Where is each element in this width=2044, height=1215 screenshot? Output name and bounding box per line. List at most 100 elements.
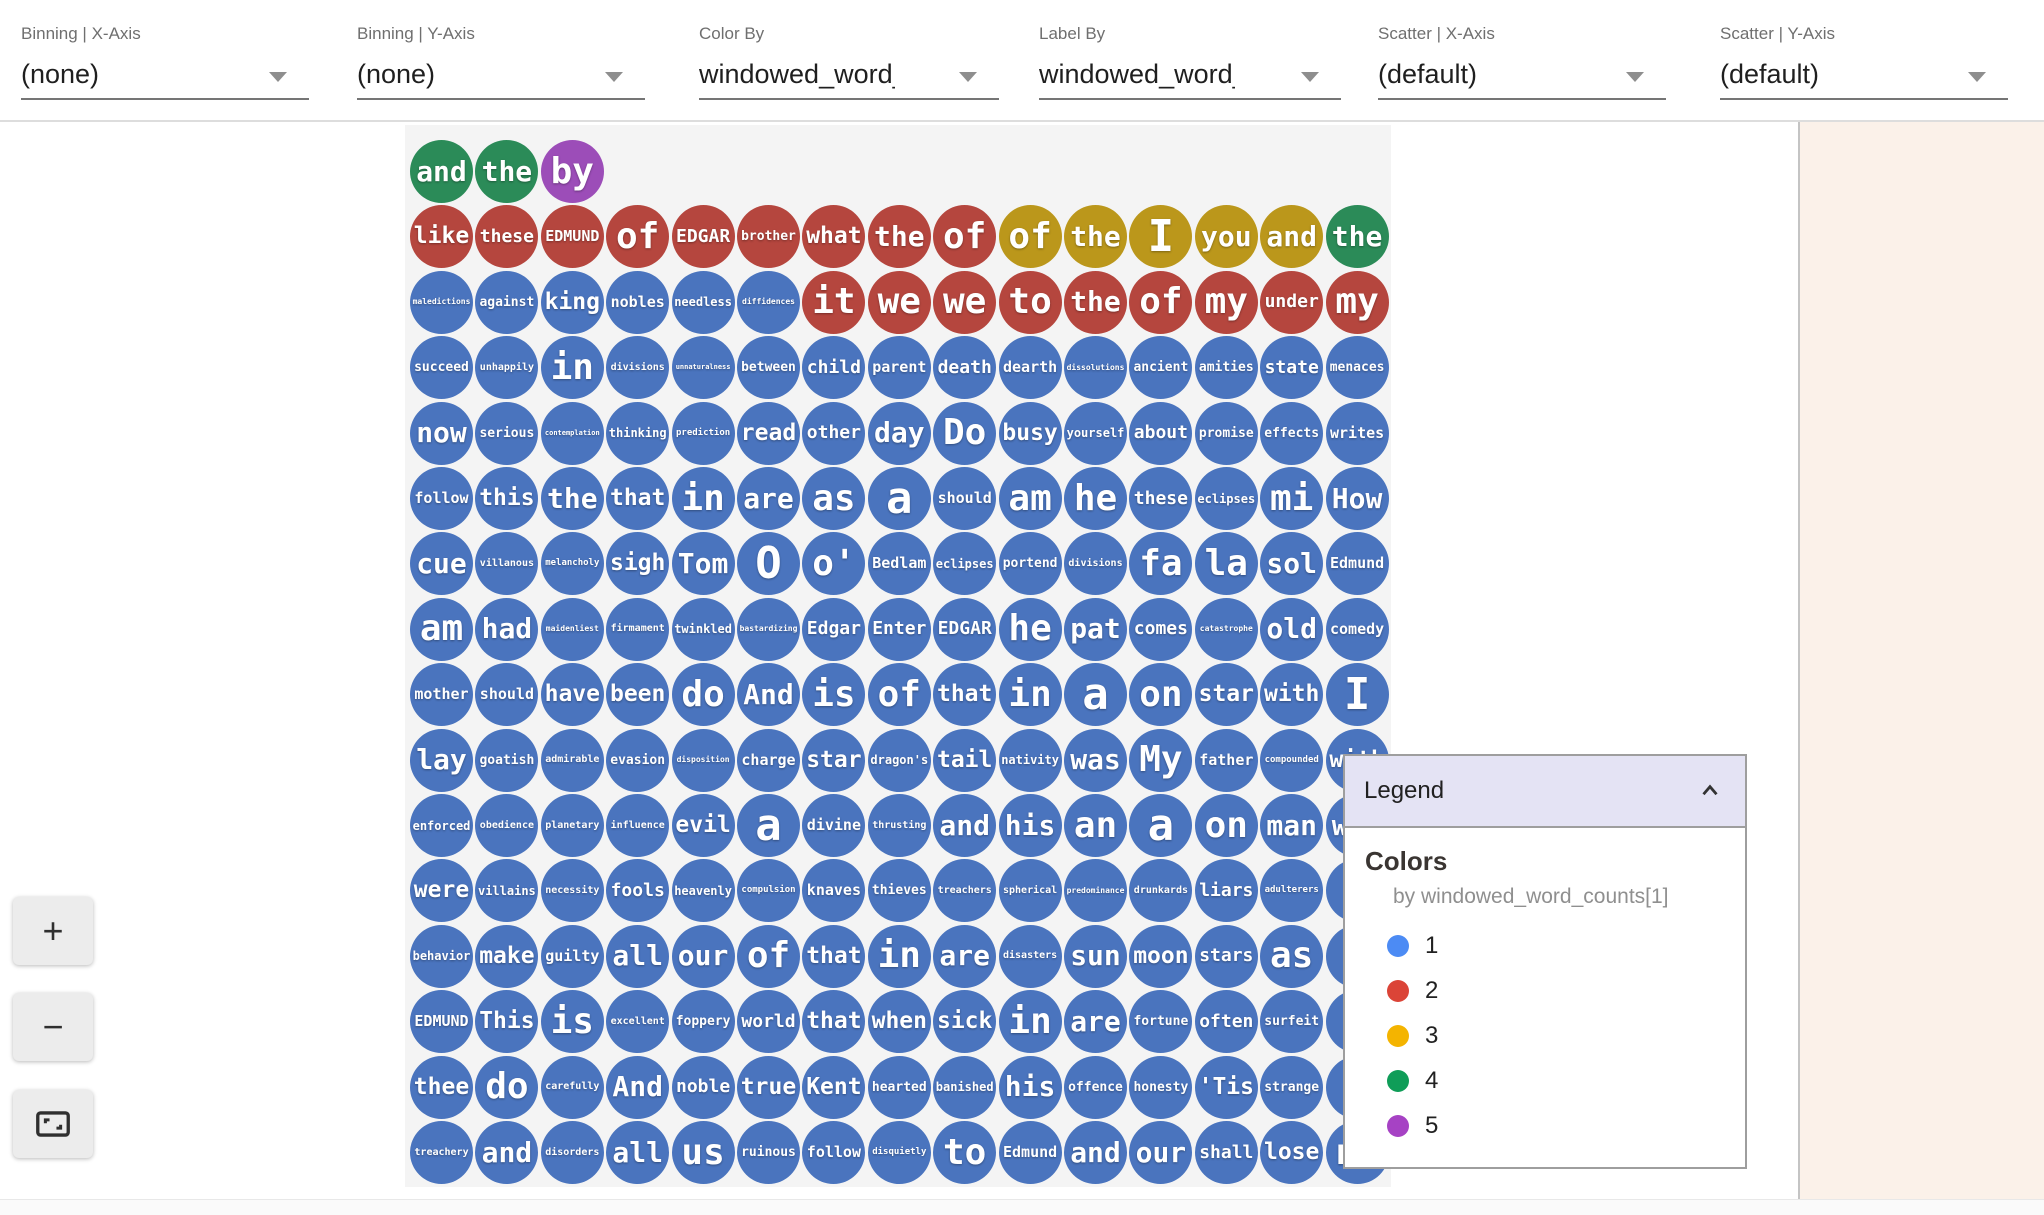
word-circle[interactable]: 'Tis <box>1194 1055 1258 1119</box>
word-circle[interactable]: am <box>998 467 1062 530</box>
word-circle[interactable]: and <box>1260 205 1324 269</box>
word-circle[interactable]: should <box>475 663 539 727</box>
word-circle[interactable]: twinkled <box>671 597 735 661</box>
word-circle[interactable]: treachery <box>410 1121 473 1184</box>
word-circle[interactable]: o' <box>802 532 866 596</box>
word-circle[interactable]: of <box>998 205 1062 269</box>
word-circle[interactable]: a <box>1064 663 1127 727</box>
word-circle[interactable]: the <box>540 467 604 530</box>
word-circle[interactable]: star <box>802 728 866 792</box>
word-circle[interactable]: Do <box>933 401 997 465</box>
word-circle[interactable]: is <box>802 663 866 727</box>
word-circle[interactable]: hearted <box>867 1055 931 1119</box>
word-circle[interactable]: effects <box>1260 401 1324 465</box>
word-circle[interactable]: nativity <box>998 728 1062 792</box>
word-circle[interactable]: dearth <box>998 336 1062 400</box>
word-circle[interactable]: amities <box>1194 336 1258 400</box>
word-circle[interactable]: by <box>540 140 604 203</box>
word-circle[interactable]: make <box>475 924 539 988</box>
word-circle[interactable]: diffidences <box>737 270 800 334</box>
color-by-dropdown[interactable]: Color By windowed_word_counts <box>699 24 999 114</box>
scatter-y-axis-dropdown[interactable]: Scatter | Y-Axis (default) <box>1720 24 2008 114</box>
word-circle[interactable]: he <box>998 597 1062 661</box>
word-circle[interactable]: I <box>1325 663 1389 727</box>
word-circle[interactable]: Tom <box>671 532 735 596</box>
word-circle[interactable]: needless <box>671 270 735 334</box>
word-circle[interactable]: my <box>1194 270 1258 334</box>
word-circle[interactable]: the <box>1325 205 1389 269</box>
word-circle[interactable]: that <box>606 467 670 530</box>
word-circle[interactable]: world <box>737 990 800 1054</box>
word-circle[interactable]: EDGAR <box>933 597 997 661</box>
chevron-up-icon[interactable] <box>1697 778 1723 804</box>
word-circle[interactable]: Edmund <box>998 1121 1062 1184</box>
word-circle[interactable]: guilty <box>540 924 604 988</box>
word-circle[interactable]: to <box>933 1121 997 1184</box>
word-circle[interactable]: shall <box>1194 1121 1258 1184</box>
word-circle[interactable]: I <box>1129 205 1193 269</box>
word-circle[interactable]: old <box>1260 597 1324 661</box>
word-circle[interactable]: and <box>475 1121 539 1184</box>
word-circle[interactable]: brother <box>737 205 800 269</box>
word-circle[interactable]: goatish <box>475 728 539 792</box>
word-circle[interactable]: lose <box>1260 1121 1324 1184</box>
word-circle[interactable]: on <box>1194 794 1258 857</box>
word-circle[interactable]: of <box>867 663 931 727</box>
word-circle[interactable]: divine <box>802 794 866 857</box>
word-circle[interactable]: the <box>867 205 931 269</box>
word-circle[interactable]: melancholy <box>540 532 604 596</box>
word-circle[interactable]: you <box>1194 205 1258 269</box>
word-circle[interactable]: liars <box>1194 859 1258 923</box>
word-circle[interactable]: comes <box>1129 597 1193 661</box>
word-circle[interactable]: How <box>1325 467 1389 530</box>
word-circle[interactable]: This <box>475 990 539 1054</box>
word-circle[interactable]: Enter <box>867 597 931 661</box>
word-circle[interactable]: contemplation <box>540 401 604 465</box>
word-circle[interactable]: these <box>475 205 539 269</box>
word-circle[interactable]: evil <box>671 794 735 857</box>
word-circle[interactable]: villains <box>475 859 539 923</box>
word-circle[interactable]: between <box>737 336 800 400</box>
zoom-fit-button[interactable] <box>13 1090 93 1158</box>
word-circle[interactable]: do <box>671 663 735 727</box>
word-circle[interactable]: cue <box>410 532 473 596</box>
word-circle[interactable]: in <box>998 663 1062 727</box>
word-circle[interactable]: we <box>933 270 997 334</box>
word-circle[interactable]: all <box>606 924 670 988</box>
word-circle[interactable]: star <box>1194 663 1258 727</box>
word-circle[interactable]: in <box>998 990 1062 1054</box>
word-circle[interactable]: death <box>933 336 997 400</box>
word-circle[interactable]: the <box>1064 270 1127 334</box>
word-circle[interactable]: EDMUND <box>540 205 604 269</box>
word-circle[interactable]: busy <box>998 401 1062 465</box>
word-circle[interactable]: was <box>1064 728 1127 792</box>
word-circle[interactable]: that <box>802 990 866 1054</box>
word-circle[interactable]: fools <box>606 859 670 923</box>
word-circle[interactable]: a <box>867 467 931 530</box>
word-circle[interactable]: planetary <box>540 794 604 857</box>
word-circle[interactable]: are <box>737 467 800 530</box>
word-circle[interactable]: often <box>1194 990 1258 1054</box>
word-circle[interactable]: adulterers <box>1260 859 1324 923</box>
word-circle[interactable]: of <box>737 924 800 988</box>
word-circle[interactable]: king <box>540 270 604 334</box>
zoom-out-button[interactable]: − <box>13 993 93 1061</box>
scatter-x-axis-dropdown[interactable]: Scatter | X-Axis (default) <box>1378 24 1666 114</box>
word-circle[interactable]: treachers <box>933 859 997 923</box>
zoom-in-button[interactable]: + <box>13 897 93 965</box>
word-circle[interactable]: honesty <box>1129 1055 1193 1119</box>
word-circle[interactable]: sun <box>1064 924 1127 988</box>
word-circle[interactable]: and <box>1064 1121 1127 1184</box>
word-circle[interactable]: a <box>1129 794 1193 857</box>
word-circle[interactable]: follow <box>410 467 473 530</box>
word-circle[interactable]: an <box>1064 794 1127 857</box>
binning-x-axis-dropdown[interactable]: Binning | X-Axis (none) <box>21 24 309 114</box>
word-circle[interactable]: charge <box>737 728 800 792</box>
word-circle[interactable]: and <box>410 140 473 203</box>
word-circle[interactable]: villanous <box>475 532 539 596</box>
word-circle[interactable]: unnaturalness <box>671 336 735 400</box>
word-circle[interactable]: menaces <box>1325 336 1389 400</box>
word-circle[interactable]: serious <box>475 401 539 465</box>
word-circle[interactable]: fa <box>1129 532 1193 596</box>
word-circle[interactable]: catastrophe <box>1194 597 1258 661</box>
